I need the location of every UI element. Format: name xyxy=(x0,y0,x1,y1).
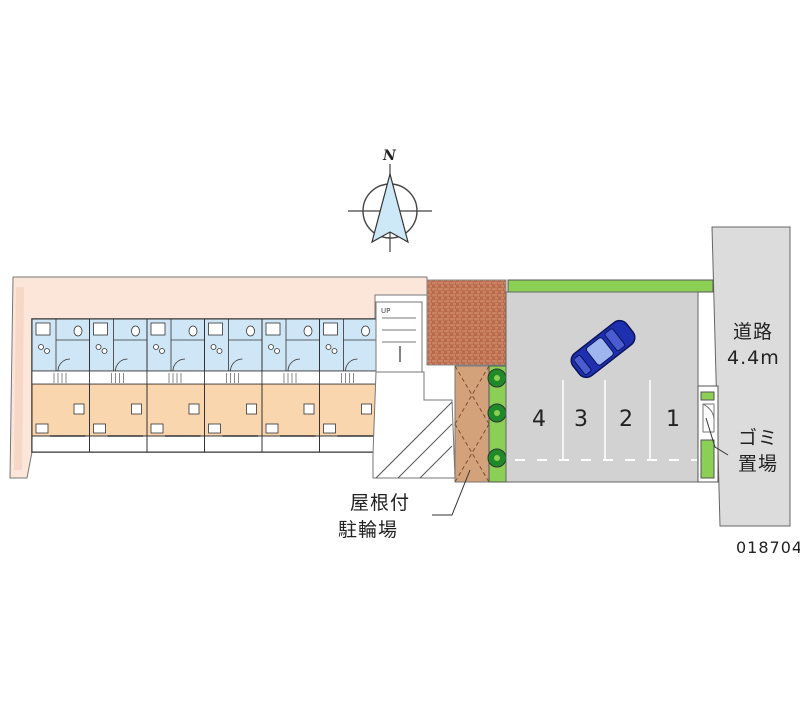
bicycle-parking xyxy=(454,365,490,483)
compass: N xyxy=(348,148,432,252)
walkway xyxy=(372,371,456,479)
stair-core: UP xyxy=(375,301,423,373)
parking-space-number: 3 xyxy=(574,407,588,432)
apartment-unit xyxy=(146,318,205,453)
car-icon xyxy=(570,319,636,379)
parking-lot xyxy=(505,291,699,483)
compass-needle xyxy=(371,171,409,244)
road-label-1: 道路 xyxy=(733,321,774,343)
road-label-2: 4.4m xyxy=(727,347,780,369)
compass-north-label: N xyxy=(382,148,397,164)
brick-paving xyxy=(426,279,507,366)
apartment-unit xyxy=(261,318,320,453)
shrubs xyxy=(487,368,507,468)
garbage-area xyxy=(697,385,719,483)
parking-dividers xyxy=(562,380,651,460)
garbage-label-2: 置場 xyxy=(738,453,779,475)
apartment-unit xyxy=(89,318,148,453)
bicycle-label-2: 駐輪場 xyxy=(338,519,399,541)
apartment-unit xyxy=(204,318,263,453)
parking-space-number: 2 xyxy=(619,407,633,432)
parking-space-number: 4 xyxy=(532,407,546,432)
parking-space-numbers: 4 3 2 1 xyxy=(532,407,680,432)
units-row xyxy=(31,318,378,453)
apartment-unit xyxy=(319,318,378,453)
road xyxy=(711,226,791,527)
property-id: 018704 xyxy=(736,538,800,557)
bicycle-leader-line xyxy=(432,469,471,516)
stairs-up-label: UP xyxy=(381,307,390,315)
garbage-leader-line xyxy=(705,417,729,456)
garbage-label-1: ゴミ xyxy=(738,427,779,449)
parking-space-number: 1 xyxy=(666,407,680,432)
bicycle-label-1: 屋根付 xyxy=(350,492,411,514)
apartment-unit xyxy=(31,318,90,453)
hedge-top xyxy=(507,279,714,293)
apartment-building xyxy=(31,318,378,453)
lot-shaded-band xyxy=(14,287,24,470)
